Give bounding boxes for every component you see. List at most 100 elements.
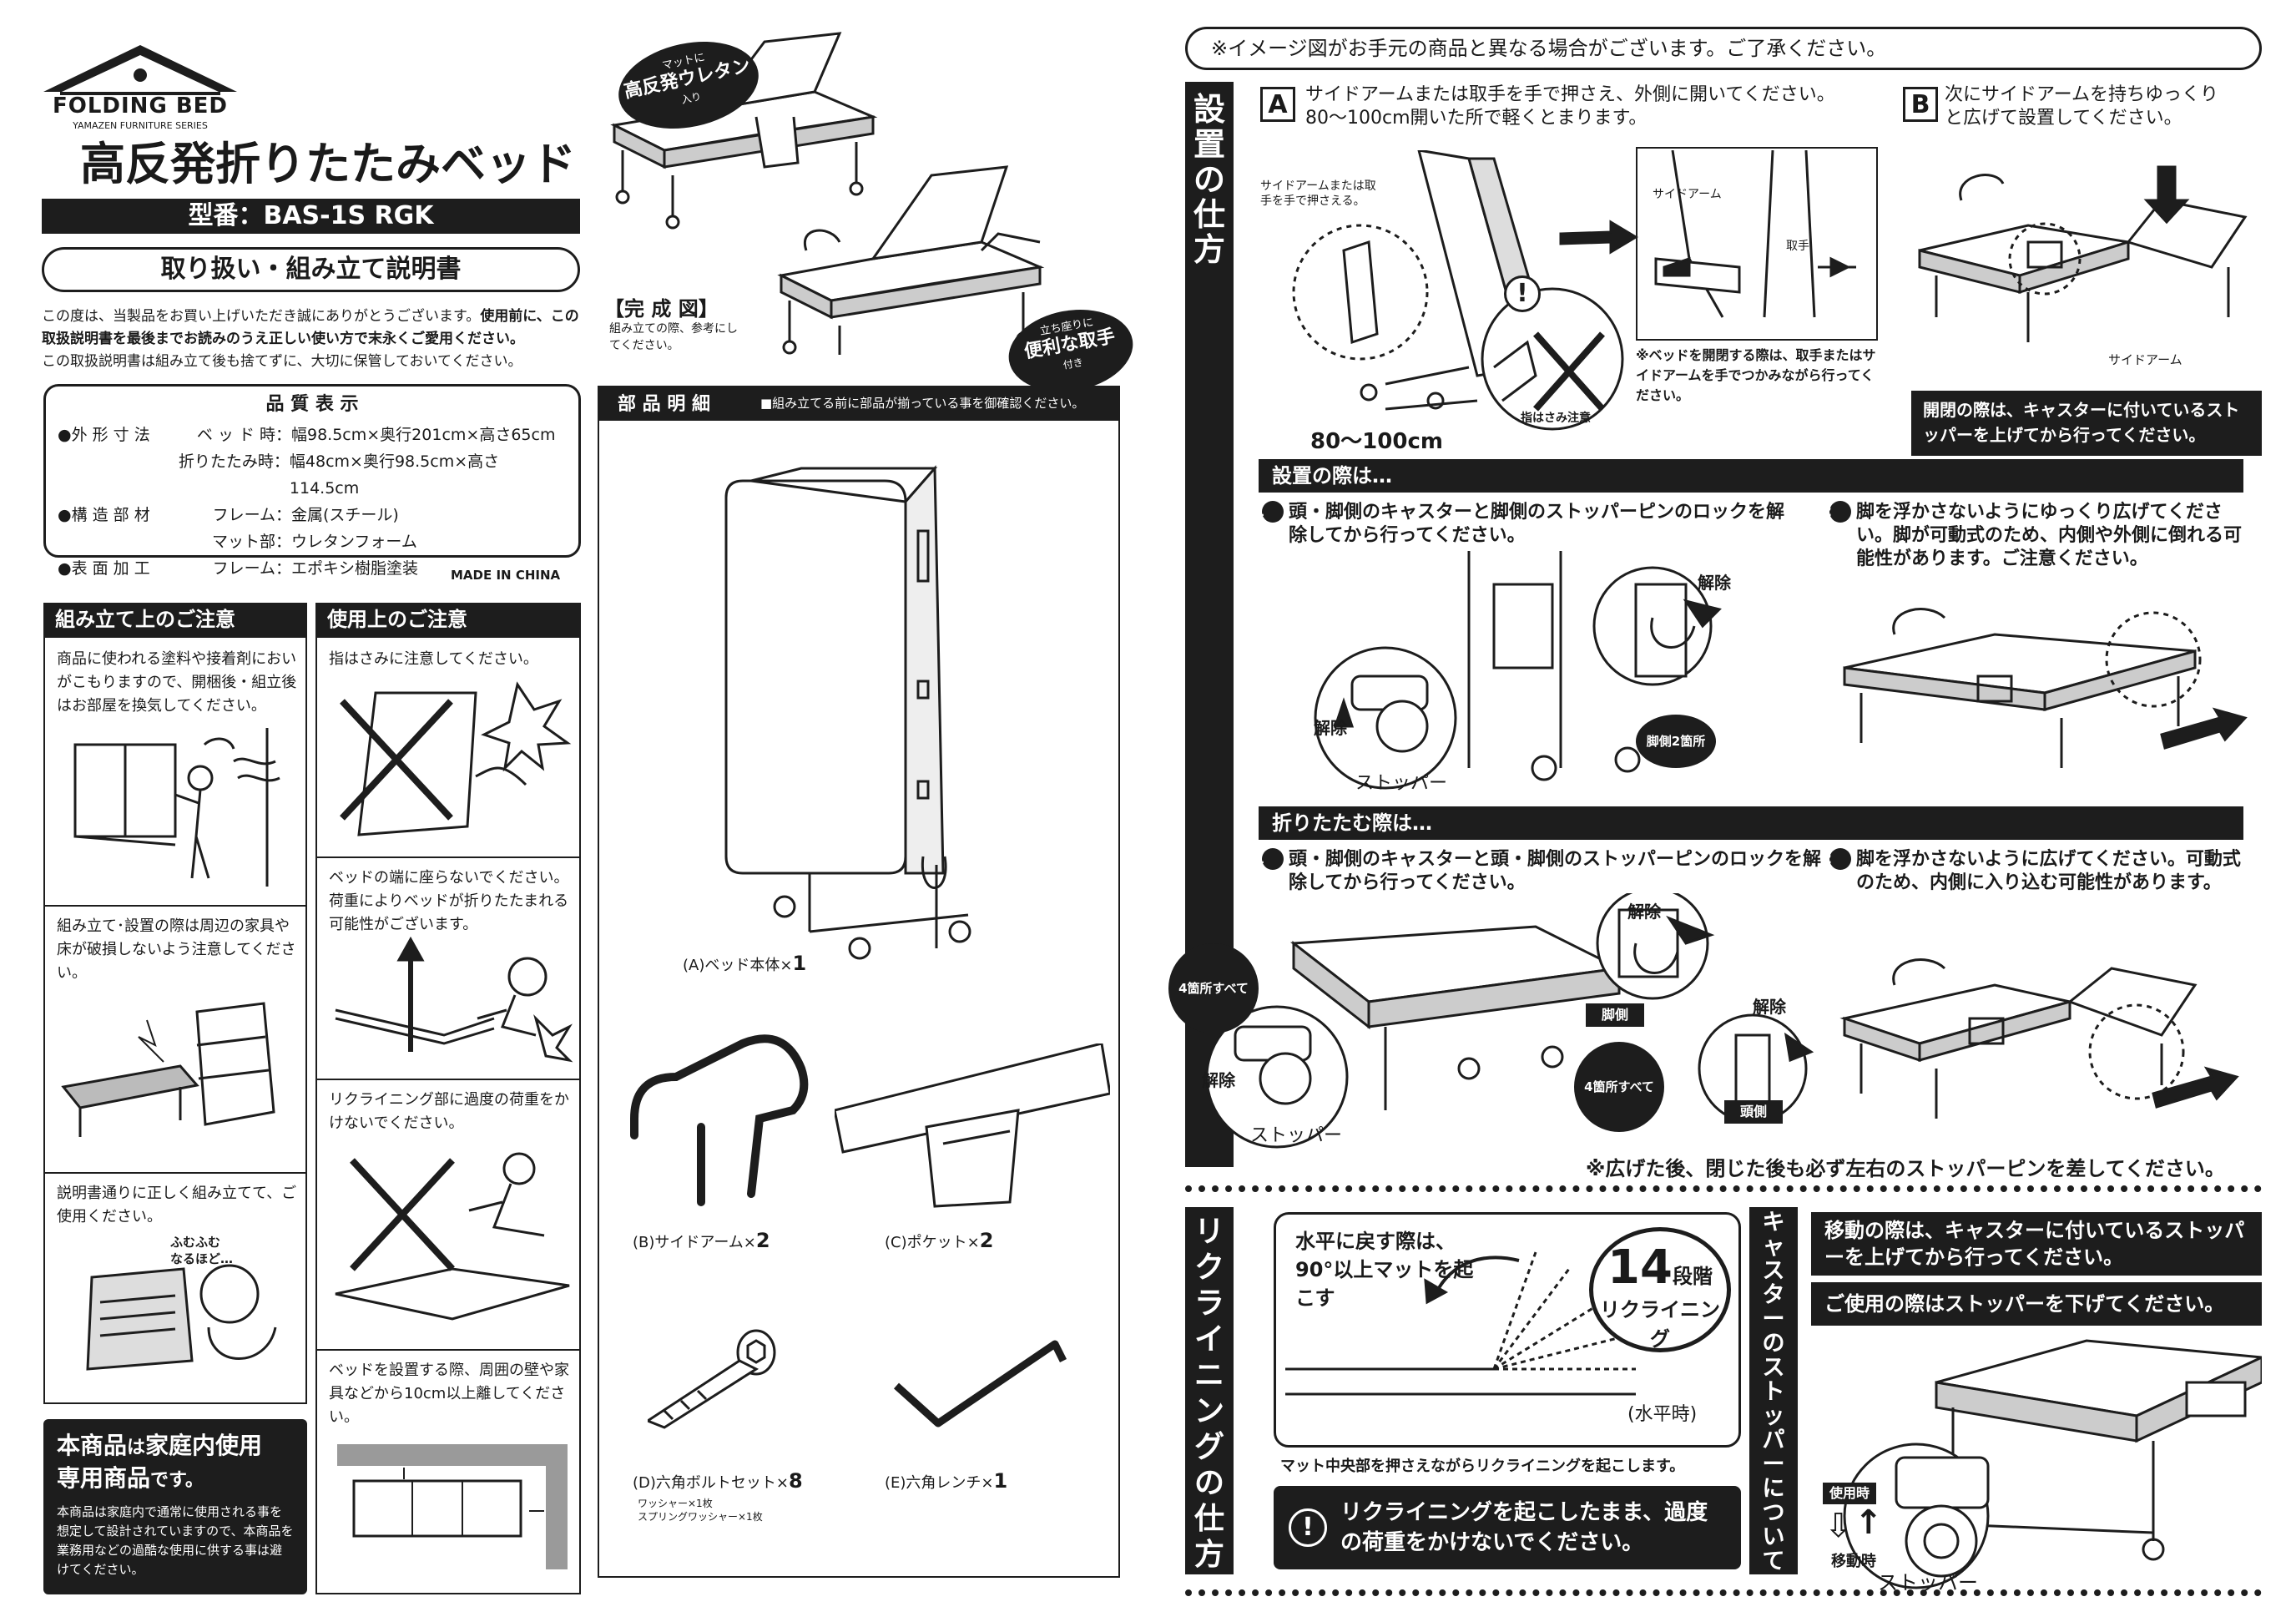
washer-note-1: ワッシャー×1枚 xyxy=(638,1498,713,1509)
stopper-down-arrow-icon: ⇩ xyxy=(1824,1507,1853,1545)
side-title-char: 設 xyxy=(1193,91,1225,128)
window-person-illustration xyxy=(67,728,292,887)
part-b-label: (B)サイドアーム×2 xyxy=(633,1229,770,1252)
side-title-char: つ xyxy=(1762,1500,1785,1526)
sitting-edge-illustration xyxy=(327,935,574,1069)
parts-header: 部 品 明 細 ■組み立てる前に部品が揃っている事を御確認ください。 xyxy=(598,386,1120,419)
setup-side-title: 設置の仕方 xyxy=(1185,92,1234,267)
bed-furniture-illustration xyxy=(55,987,297,1145)
step-b-arm-label: サイドアーム xyxy=(2108,352,2182,367)
divider-dots-2 xyxy=(1185,1589,2262,1596)
step-a-detail-box xyxy=(1636,147,1878,341)
usage-note-1: 指はさみに注意してください。 xyxy=(329,650,538,668)
quality-row: ●外 形 寸 法ベ ッ ド 時：幅98.5cm×奥行201cm×高さ65cm xyxy=(58,426,556,444)
release-label-1: 解除 xyxy=(1314,718,1347,738)
logo-sub: YAMAZEN FURNITURE SERIES xyxy=(73,120,208,131)
side-title-char: タ xyxy=(1762,1282,1785,1308)
side-title-char: ニ xyxy=(1193,1358,1224,1392)
reclining-badge: 14段階 リクライニング xyxy=(1589,1227,1731,1352)
caster-side-bar xyxy=(1749,1207,1798,1574)
reclining-warning-box: ! リクライニングを起こしたまま、過度の荷重をかけないでください。 xyxy=(1274,1486,1741,1569)
finger-pinch-x-illustration xyxy=(325,676,576,843)
parts-box xyxy=(598,419,1120,1578)
reclining-diagram-box xyxy=(1274,1212,1741,1448)
release-label-4: 解除 xyxy=(1627,902,1661,922)
caster-move-box: 移動の際は、キャスターに付いているストッパーを上げてから行ってください。 xyxy=(1811,1212,2262,1276)
logo-text: FOLDING BED xyxy=(53,93,228,119)
part-c-label: (C)ポケット×2 xyxy=(885,1229,994,1252)
completed-label: 【完 成 図】 xyxy=(604,297,719,321)
side-title-char: ン xyxy=(1193,1394,1224,1428)
step-a-arm-label: サイドアーム xyxy=(1653,188,1722,201)
usage-note-4: ベッドを設置する際、周囲の壁や家具などから10cm以上離してください。 xyxy=(329,1362,569,1426)
fold-title: 折りたたむ際は… xyxy=(1259,806,2243,840)
side-title-char: ー xyxy=(1762,1306,1785,1332)
in-use-label: 使用時 xyxy=(1823,1483,1876,1504)
quality-row: 折りたたみ時：幅48cm×奥行98.5cm×高さ114.5cm xyxy=(178,452,500,498)
step-b-letter: B xyxy=(1903,87,1938,122)
room-layout-illustration xyxy=(337,1444,568,1569)
side-title-char: い xyxy=(1762,1524,1785,1550)
logo-roof-icon xyxy=(43,42,237,100)
leg-side-label: 脚側 xyxy=(1586,1003,1644,1027)
side-title-char: キ xyxy=(1762,1210,1785,1235)
side-title-char: ス xyxy=(1762,1355,1785,1381)
side-title-char: 方 xyxy=(1193,231,1225,268)
release-label-2: 解除 xyxy=(1698,573,1731,593)
quality-rows: ●外 形 寸 法ベ ッ ド 時：幅98.5cm×奥行201cm×高さ65cm 折り… xyxy=(46,418,578,585)
step-b-illustration xyxy=(1911,150,2262,359)
washer-note-2: スプリングワッシャー×1枚 xyxy=(638,1511,763,1523)
quality-row: ●構 造 部 材フレーム：金属(スチール) xyxy=(58,506,399,524)
install-title: 設置の際は… xyxy=(1259,459,2243,493)
side-title-char: ス xyxy=(1762,1258,1785,1284)
home-use-body: 本商品は家庭内で通常に使用される事を想定して設計されていますので、本商品を業務用… xyxy=(57,1504,294,1577)
model-number: 型番：BAS-1S RGK xyxy=(42,199,580,234)
stopper-label-2: ストッパー xyxy=(1250,1125,1343,1146)
exclamation-icon: ! xyxy=(1504,275,1541,312)
quality-table: 品 質 表 示 ●外 形 寸 法ベ ッ ド 時：幅98.5cm×奥行201cm×… xyxy=(43,384,581,578)
two-places-badge: 脚側2箇所 xyxy=(1636,715,1716,768)
manual-title: 取り扱い・組み立て説明書 xyxy=(42,247,580,292)
reclining-horizontal: (水平時) xyxy=(1627,1404,1698,1425)
caster-use-box: ご使用の際はストッパーを下げてください。 xyxy=(1811,1282,2262,1326)
part-a-label: (A)ベッド本体×1 xyxy=(683,952,807,975)
assembly-notes-title: 組み立て上のご注意 xyxy=(43,603,307,636)
install-open-bed-illustration xyxy=(1828,584,2253,801)
moving-label: 移動時 xyxy=(1831,1553,1876,1570)
finger-caution-illustration xyxy=(1477,284,1627,434)
part-b-side-arm xyxy=(618,1027,818,1210)
step-a-text: サイドアームまたは取手を手で押さえ、外側に開いてください。 80～100cm開い… xyxy=(1305,84,1835,129)
stopper-label-1: ストッパー xyxy=(1355,773,1448,794)
stopper-pin-note: ※広げた後、閉じた後も必ず左右のストッパーピンを差してください。 xyxy=(1586,1157,2225,1180)
side-title-char: の xyxy=(1193,1466,1224,1500)
reclining-side-title: リクライニングの仕方 xyxy=(1185,1214,1234,1573)
assembly-notes-box: 商品に使われる塗料や接着剤においがこもりますので、開梱後・組立後はお部屋を換気し… xyxy=(43,636,307,1404)
side-title-char: パ xyxy=(1762,1427,1785,1453)
usage-notes-box: 指はさみに注意してください。 ベッドの端に座らないでください。荷重によりベッドが… xyxy=(315,636,581,1594)
quality-row: ●表 面 加 工フレーム：エポキシ樹脂塗装 xyxy=(58,559,419,578)
side-title-char: て xyxy=(1762,1549,1785,1574)
caster-closeup-illustration xyxy=(1816,1441,1991,1591)
made-in: MADE IN CHINA xyxy=(451,568,561,583)
usage-notes-title: 使用上のご注意 xyxy=(315,603,581,636)
release-label-5: 解除 xyxy=(1753,997,1786,1017)
install-caster-illustration xyxy=(1302,551,1736,793)
side-title-char: 仕 xyxy=(1193,1502,1224,1536)
reclining-diagram xyxy=(1285,1227,1636,1436)
side-title-char: ト xyxy=(1762,1379,1785,1405)
reclining-caption: マット中央部を押さえながらリクライニングを起こします。 xyxy=(1280,1458,1685,1475)
side-title-char: グ xyxy=(1193,1430,1224,1464)
step-a-detail-illustration xyxy=(1639,150,1875,337)
intro-text: この度は、当製品をお買い上げいただき誠にありがとうございます。使用前に、この取扱… xyxy=(42,308,579,370)
side-title-char: ッ xyxy=(1762,1403,1785,1429)
reclining-overload-x-illustration xyxy=(327,1144,574,1344)
side-title-char: イ xyxy=(1193,1322,1224,1357)
completed-note: 組み立ての際、参考にしてください。 xyxy=(609,322,738,352)
side-title-char: ー xyxy=(1762,1452,1785,1478)
step-a-handle-label: 取手 xyxy=(1786,240,1809,253)
part-a-bed-body xyxy=(718,464,985,965)
step-a-warning: ※ベッドを開閉する際は、取手またはサイドアームを手でつかみながら行ってください。 xyxy=(1636,347,1876,403)
side-title-char: ク xyxy=(1193,1251,1224,1285)
side-title-char: リ xyxy=(1193,1215,1224,1249)
